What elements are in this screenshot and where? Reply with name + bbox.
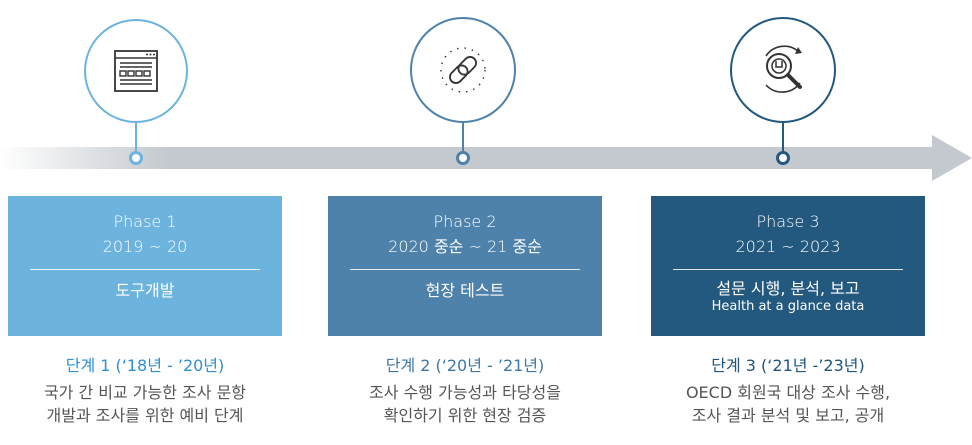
magnifier-wrench-icon [765,45,802,93]
phase1-title: Phase 1 [113,212,177,231]
phase2-name: 현장 테스트 [425,281,505,300]
phase1-years: 2019 ~ 20 [102,237,188,256]
step2-desc-line2: 확인하기 위한 현장 검증 [383,406,547,425]
step3-block: 단계 3 (‘21년 -’23년) OECD 회원국 대상 조사 수행, 조사 … [643,355,933,427]
step3-desc-line2: 조사 결과 분석 및 보고, 공개 [691,406,885,425]
phase3-subtitle: Health at a glance data [711,299,865,314]
phase3-title: Phase 3 [756,212,820,231]
step1-block: 단계 1 (‘18년 - ’20년) 국가 간 비교 가능한 조사 문항 개발과… [0,355,290,427]
phase1-icon-circle [84,19,188,123]
phase3-years: 2021 ~ 2023 [735,237,841,256]
step2-block: 단계 2 (‘20년 - ’21년) 조사 수행 가능성과 타당성을 확인하기 … [320,355,610,427]
step2-title: 단계 2 (‘20년 - ’21년) [385,356,545,375]
phase3-divider [673,269,903,270]
step1-description: 국가 간 비교 가능한 조사 문항 개발과 조사를 위한 예비 단계 [0,381,290,427]
phase3-icon-circle [730,17,836,123]
step2-description: 조사 수행 가능성과 타당성을 확인하기 위한 현장 검증 [320,381,610,427]
step2-desc-line1: 조사 수행 가능성과 타당성을 [369,383,561,402]
phase2-divider [350,269,580,270]
phase2-stem [462,123,464,153]
step3-description: OECD 회원국 대상 조사 수행, 조사 결과 분석 및 보고, 공개 [643,381,933,427]
web-page-icon [114,50,158,92]
step1-desc-line2: 개발과 조사를 위한 예비 단계 [46,406,244,425]
phase3-node [776,151,790,165]
phase3-box: Phase 3 2021 ~ 2023 설문 시행, 분석, 보고 Health… [651,196,925,336]
phase2-icon-circle [410,17,516,123]
phase1-node [129,151,143,165]
step1-title: 단계 1 (‘18년 - ’20년) [65,356,225,375]
phase3-name: 설문 시행, 분석, 보고 [716,279,860,298]
phase2-title: Phase 2 [433,212,497,231]
phase3-stem [782,123,784,153]
chain-link-icon [440,47,486,93]
phase1-name: 도구개발 [115,281,175,300]
phase2-node [456,151,470,165]
step3-desc-line1: OECD 회원국 대상 조사 수행, [685,383,891,402]
phase2-box: Phase 2 2020 중순 ~ 21 중순 현장 테스트 [328,196,602,336]
step3-title: 단계 3 (‘21년 -’23년) [711,356,865,375]
phase1-divider [30,269,260,270]
phase1-box: Phase 1 2019 ~ 20 도구개발 [8,196,282,336]
phase1-stem [135,123,137,153]
step1-desc-line1: 국가 간 비교 가능한 조사 문항 [43,383,247,402]
phase2-years: 2020 중순 ~ 21 중순 [388,237,542,256]
